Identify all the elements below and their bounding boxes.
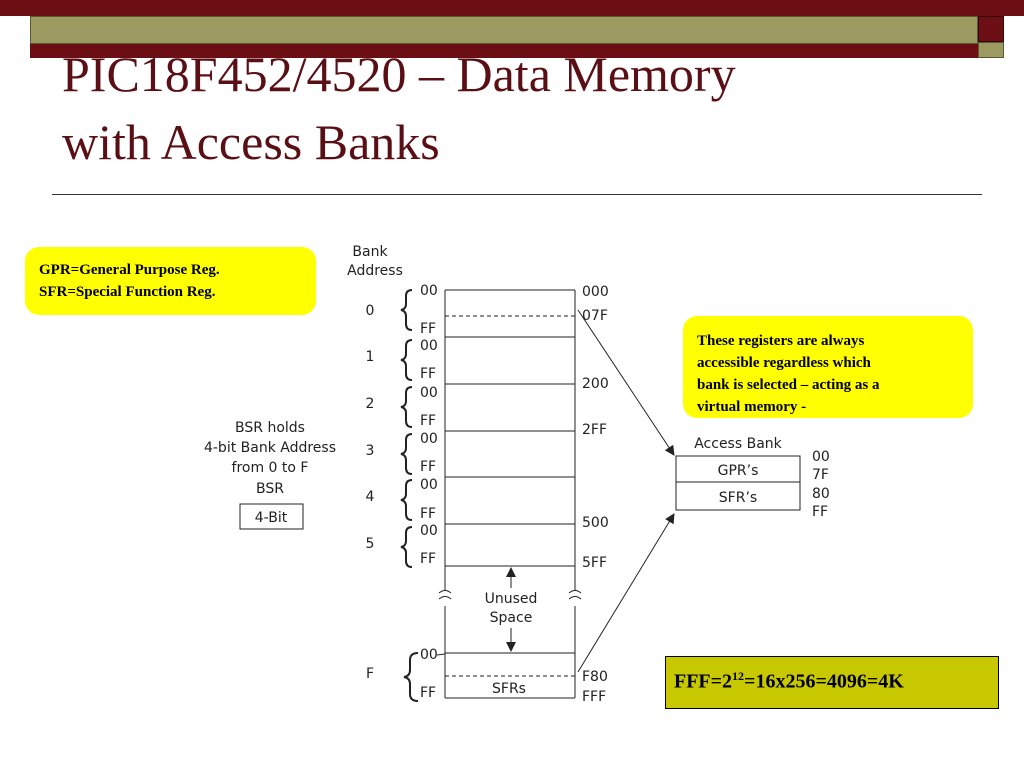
bank-high-offset: FF (420, 413, 436, 429)
bsr-text-4: BSR (256, 481, 284, 497)
legend-line-1: GPR=General Purpose Reg. (39, 262, 220, 278)
formula-box: FFF=212=16x256=4096=4K (665, 656, 999, 709)
bank-low-offset: 00 (420, 283, 438, 299)
title-line-1: PIC18F452/4520 – Data Memory (62, 46, 736, 102)
access-callout-line-4: virtual memory - (697, 399, 807, 415)
access-offset-00: 00 (812, 449, 830, 465)
header-bar-olive (30, 16, 978, 44)
formula-exponent: 12 (732, 669, 745, 683)
bank-high-offset: FF (420, 366, 436, 382)
bsr-text-2: 4-bit Bank Address (204, 440, 336, 456)
bank-address-label-2: Address (347, 263, 403, 279)
bsr-box (239, 503, 304, 530)
bsr-box-label: 4-Bit (255, 510, 288, 526)
bank-number: 5 (366, 536, 375, 552)
access-callout-line-1: These registers are always (697, 333, 865, 349)
sfrs-label: SFRs (492, 681, 526, 697)
title-line-2: with Access Banks (62, 114, 440, 170)
memory-column (438, 289, 582, 699)
header-bar-dark-lower (30, 44, 978, 58)
access-offset-FF: FF (812, 504, 828, 520)
legend-callout: GPR=General Purpose Reg. SFR=Special Fun… (25, 247, 316, 315)
bank-brace (400, 289, 413, 331)
bank-brace (400, 526, 413, 568)
bank-low-offset: 00 (420, 338, 438, 354)
bank-4: 4 00 FF (366, 477, 438, 522)
bank-number: 0 (366, 303, 375, 319)
legend-line-2: SFR=Special Function Reg. (39, 284, 216, 300)
bank-3: 3 00 FF (366, 431, 438, 475)
access-offset-80: 80 (812, 486, 830, 502)
bank-high-offset: FF (420, 321, 436, 337)
header-bar-dark (0, 0, 1024, 16)
corner-square-dark (978, 16, 1004, 42)
access-bank-title: Access Bank (694, 436, 782, 452)
bank-1: 1 00 FF (366, 338, 438, 382)
access-callout: These registers are always accessible re… (683, 316, 973, 418)
access-callout-line-3: bank is selected – acting as a (697, 377, 880, 393)
bank-2: 2 00 FF (366, 385, 438, 429)
bank-5: 5 00 FF (366, 523, 438, 568)
bank-0: 0 00 FF (366, 283, 438, 337)
bank-low-offset: 00 (420, 385, 438, 401)
bank-F: F 00 FF (366, 647, 446, 702)
title-divider (52, 194, 982, 195)
corner-square-olive (978, 42, 1004, 58)
access-sfr-label: SFR’s (719, 490, 757, 506)
bank-brace (400, 433, 413, 475)
bank-address-label-1: Bank (352, 244, 388, 260)
access-callout-line-2: accessible regardless which (697, 355, 871, 371)
bank-brace (400, 479, 413, 521)
address-F80: F80 (582, 669, 608, 685)
bank-number: 1 (366, 349, 375, 365)
bank-number: 4 (366, 489, 375, 505)
bank-high-offset: FF (420, 685, 436, 701)
access-offset-7F: 7F (812, 467, 829, 483)
unused-label-2: Space (490, 610, 533, 626)
address-FFF: FFF (582, 689, 606, 705)
bank-low-offset: 00 (420, 647, 438, 663)
address-200: 200 (582, 376, 609, 392)
address-000: 000 (582, 284, 609, 300)
bank-high-offset: FF (420, 551, 436, 567)
address-500: 500 (582, 515, 609, 531)
slide-title: PIC18F452/4520 – Data Memory with Access… (62, 40, 1002, 176)
unused-label-1: Unused (485, 591, 538, 607)
bank-low-offset: 00 (420, 523, 438, 539)
access-sfr-cell (675, 481, 801, 511)
bank-high-offset: FF (420, 459, 436, 475)
bsr-text-3: from 0 to F (232, 460, 309, 476)
bank-brace (400, 339, 413, 381)
bank-high-offset: FF (420, 506, 436, 522)
bsr-text-1: BSR holds (235, 420, 305, 436)
gpr-mapping-arrow (577, 309, 675, 456)
access-gpr-label: GPR’s (718, 463, 759, 479)
sfr-mapping-arrow (577, 513, 675, 673)
bank-number: 3 (366, 443, 375, 459)
bank-number: F (366, 666, 374, 682)
address-2FF: 2FF (582, 422, 607, 438)
bank-brace (403, 652, 419, 702)
formula-prefix: FFF=2 (674, 670, 733, 693)
formula-suffix: =16x256=4096=4K (744, 670, 904, 693)
address-07F: 07F (582, 308, 608, 324)
address-5FF: 5FF (582, 555, 607, 571)
bank-low-offset: 00 (420, 477, 438, 493)
bank-brace (400, 386, 413, 428)
bank-number: 2 (366, 396, 375, 412)
bank-low-offset: 00 (420, 431, 438, 447)
